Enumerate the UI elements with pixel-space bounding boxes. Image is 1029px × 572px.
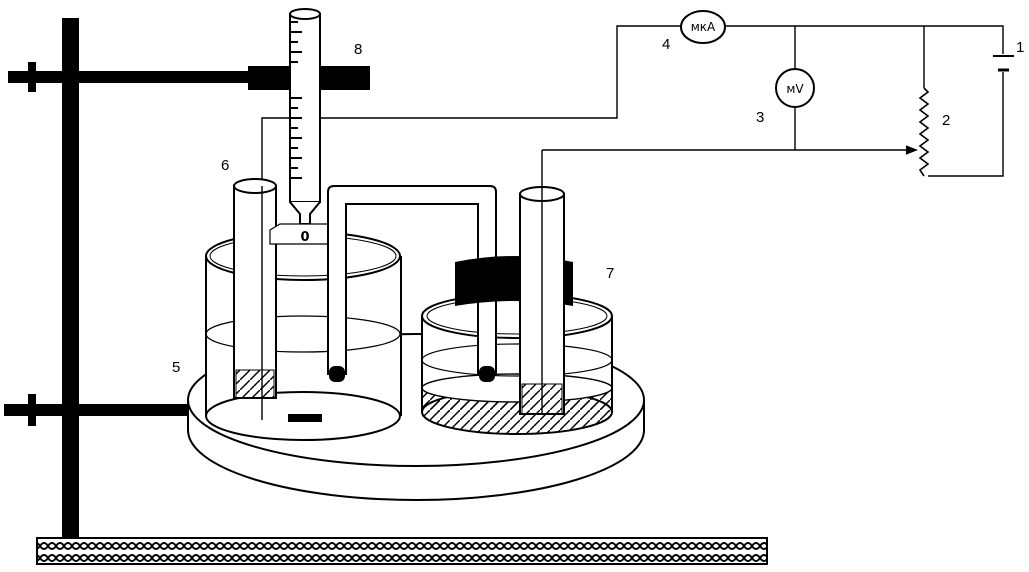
salt-bridge-tip-right bbox=[479, 366, 495, 382]
label-1: 1 bbox=[1016, 39, 1024, 56]
right-tube bbox=[519, 150, 565, 415]
millivoltmeter: мV bbox=[775, 68, 815, 108]
lab-stand bbox=[4, 18, 248, 538]
burette: 0 bbox=[269, 8, 341, 245]
label-2: 2 bbox=[942, 112, 950, 129]
label-5: 5 bbox=[172, 359, 180, 376]
salt-bridge-tip-left bbox=[329, 366, 345, 382]
rheostat bbox=[918, 87, 930, 177]
label-8: 8 bbox=[354, 41, 362, 58]
circuit bbox=[542, 25, 1004, 177]
tube-6 bbox=[233, 178, 277, 399]
label-3: 3 bbox=[756, 109, 764, 126]
microammeter: мкА bbox=[680, 10, 726, 44]
label-6: 6 bbox=[221, 157, 229, 174]
millivoltmeter-label: мV bbox=[786, 82, 804, 96]
label-4: 4 bbox=[662, 36, 670, 53]
burette-scale bbox=[290, 21, 302, 179]
burette-zero-mark: 0 bbox=[300, 230, 309, 245]
table-base bbox=[36, 537, 768, 565]
label-7: 7 bbox=[606, 265, 614, 282]
right-beaker bbox=[421, 293, 613, 435]
battery bbox=[993, 55, 1014, 72]
microammeter-label: мкА bbox=[691, 20, 716, 34]
